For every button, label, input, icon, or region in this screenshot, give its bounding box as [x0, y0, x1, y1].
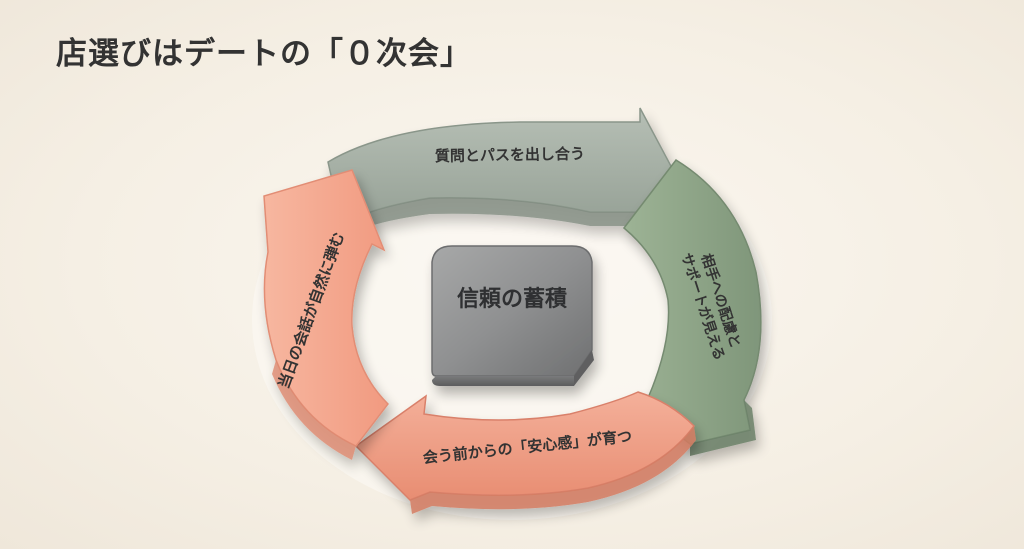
center-block: [431, 245, 594, 386]
center-block-base: [432, 376, 574, 386]
arrow-bottom-edge: [410, 426, 696, 514]
center-block-face: [431, 245, 593, 377]
arrow-top-step: [327, 107, 673, 236]
arrow-left-edge: [272, 360, 356, 460]
center-label: 信頼の蓄積: [457, 286, 568, 312]
arrow-bottom-shape: [354, 391, 695, 501]
arrow-right-edge: [690, 400, 756, 456]
arrow-right-shape: [622, 159, 762, 445]
arrow-bottom-step: [354, 391, 696, 514]
page-title: 店選びはデートの「０次会」: [56, 36, 472, 72]
arrow-top-edge: [342, 197, 646, 236]
step-label-top: 質問とパスを出し合う: [435, 145, 585, 166]
arrow-right-step: [622, 159, 762, 456]
arrow-left-shape: [263, 169, 389, 447]
center-block-corner: [574, 350, 594, 386]
arrow-left-step: [263, 169, 389, 460]
